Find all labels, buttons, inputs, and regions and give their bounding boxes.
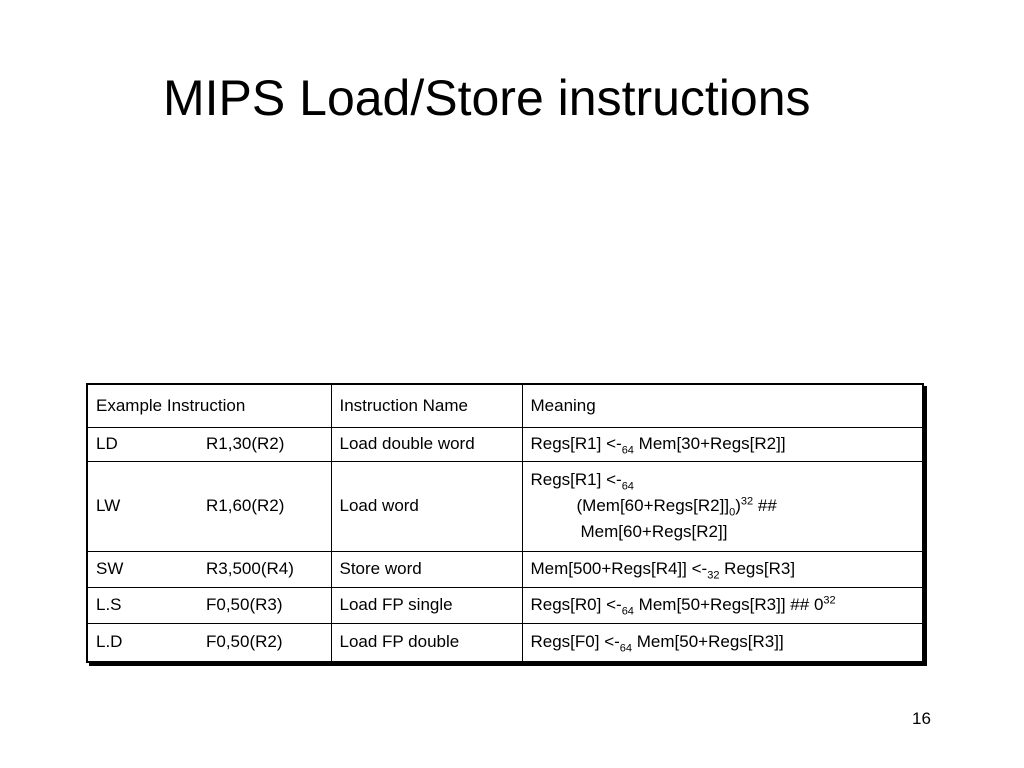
meaning-cell: Regs[R0] <-64 Mem[50+Regs[R3]] ## 032 bbox=[521, 586, 922, 624]
mnemonic: LW bbox=[96, 496, 121, 515]
example-instruction-cell: LW R1,60(R2) bbox=[88, 460, 332, 552]
instruction-table: Example Instruction Instruction Name Mea… bbox=[88, 385, 922, 661]
header-instruction-name: Instruction Name bbox=[330, 385, 523, 428]
table-row: LW R1,60(R2) Load word Regs[R1] <-64 (Mem… bbox=[88, 460, 922, 552]
operands: R3,500(R4) bbox=[206, 559, 294, 578]
table-row: L.D F0,50(R2) Load FP double Regs[F0] <-6… bbox=[88, 622, 922, 661]
example-instruction-cell: L.S F0,50(R3) bbox=[88, 586, 332, 624]
mnemonic: L.D bbox=[96, 632, 123, 652]
example-instruction-cell: L.D F0,50(R2) bbox=[88, 622, 332, 661]
operands: R1,60(R2) bbox=[206, 496, 285, 515]
page-number: 16 bbox=[912, 709, 931, 728]
mnemonic: L.S bbox=[96, 595, 122, 614]
table-row: SW R3,500(R4) Store word Mem[500+Regs[R4]… bbox=[88, 550, 922, 588]
meaning-cell: Regs[F0] <-64 Mem[50+Regs[R3]] bbox=[521, 622, 922, 661]
header-meaning: Meaning bbox=[521, 385, 922, 428]
instruction-table-frame: Example Instruction Instruction Name Mea… bbox=[86, 383, 924, 663]
table-row: LD R1,30(R2) Load double word Regs[R1] <-… bbox=[88, 426, 922, 462]
instruction-name-cell: Load FP double bbox=[330, 622, 523, 661]
instruction-name-cell: Load FP single bbox=[330, 586, 523, 624]
example-instruction-cell: SW R3,500(R4) bbox=[88, 550, 332, 588]
slide-title: MIPS Load/Store instructions bbox=[163, 70, 811, 126]
mnemonic: LD bbox=[96, 434, 118, 453]
instruction-name-cell: Load double word bbox=[330, 426, 523, 462]
example-instruction-cell: LD R1,30(R2) bbox=[88, 426, 332, 462]
meaning-cell: Regs[R1] <-64 Mem[30+Regs[R2]] bbox=[521, 426, 922, 462]
table-row: L.S F0,50(R3) Load FP single Regs[R0] <-6… bbox=[88, 586, 922, 624]
operands: R1,30(R2) bbox=[206, 434, 285, 453]
instruction-name-cell: Load word bbox=[330, 460, 523, 552]
operands: F0,50(R2) bbox=[206, 632, 283, 652]
instruction-name-cell: Store word bbox=[330, 550, 523, 588]
header-example-instruction: Example Instruction bbox=[88, 385, 332, 428]
mnemonic: SW bbox=[96, 559, 124, 578]
meaning-cell: Mem[500+Regs[R4]] <-32 Regs[R3] bbox=[521, 550, 922, 588]
operands: F0,50(R3) bbox=[206, 595, 283, 614]
meaning-cell: Regs[R1] <-64 (Mem[60+Regs[R2]]0)32 ## M… bbox=[521, 460, 922, 552]
table-header-row: Example Instruction Instruction Name Mea… bbox=[88, 385, 922, 428]
